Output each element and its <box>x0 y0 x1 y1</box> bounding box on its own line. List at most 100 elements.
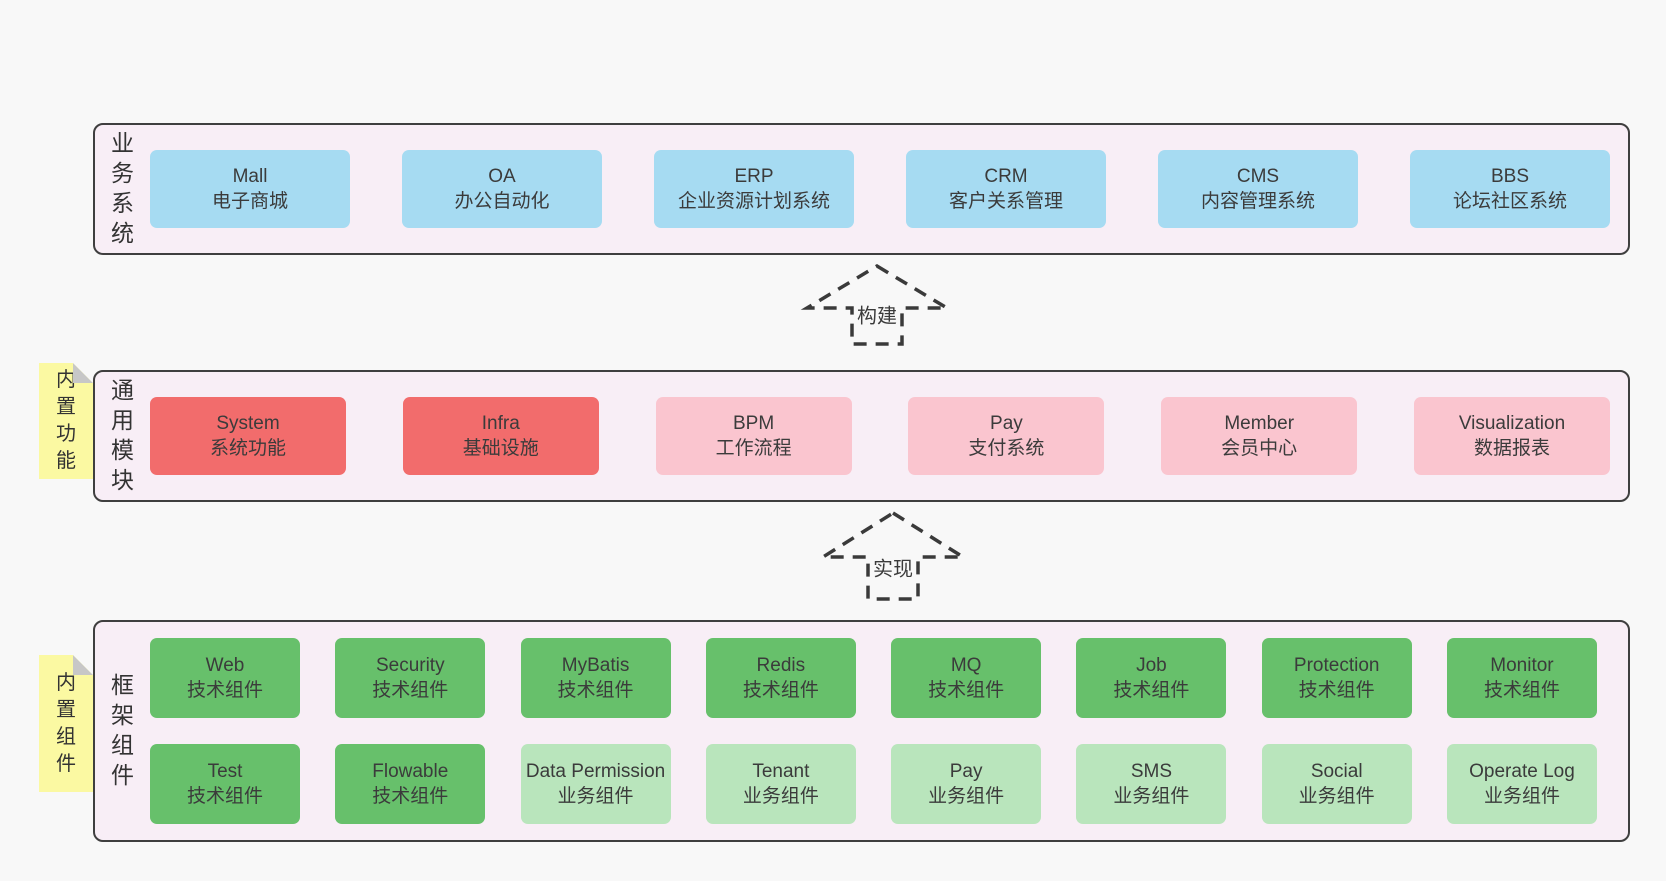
box-sms: SMS 业务组件 <box>1076 744 1227 824</box>
box-title: BPM <box>733 412 775 434</box>
box-subtitle: 数据报表 <box>1473 438 1550 459</box>
sticky-fold-icon <box>73 363 93 383</box>
arrow-build: 构建 <box>800 262 954 348</box>
sticky-built-in-features-label: 内 置 功 能 <box>56 369 76 472</box>
box-subtitle: 业务组件 <box>557 786 634 807</box>
box-subtitle: 技术组件 <box>372 786 449 807</box>
box-mq: MQ 技术组件 <box>891 638 1042 718</box>
arrow-build-label: 构建 <box>854 299 900 329</box>
box-subtitle: 技术组件 <box>1113 680 1190 701</box>
band-modules-label: 通 用 模 块 <box>111 377 134 493</box>
box-title: Mall <box>232 165 268 187</box>
band-business-boxes: Mall 电子商城 OA 办公自动化 ERP 企业资源计划系统 CRM 客户关系… <box>150 125 1628 253</box>
box-subtitle: 系统功能 <box>209 438 286 459</box>
arrow-implement: 实现 <box>816 509 970 603</box>
box-title: Data Permission <box>525 760 666 782</box>
band-business-label: 业 务 系 统 <box>111 130 134 246</box>
band-components-label: 框 架 组 件 <box>111 672 134 788</box>
box-visualization: Visualization 数据报表 <box>1413 397 1610 475</box>
box-test: Test 技术组件 <box>150 744 300 824</box>
box-title: Monitor <box>1490 654 1554 676</box>
arrow-up-dashed-icon <box>816 510 970 601</box>
box-title: System <box>216 412 280 434</box>
box-cms: CMS 内容管理系统 <box>1158 150 1358 228</box>
box-subtitle: 企业资源计划系统 <box>677 191 830 212</box>
box-web: Web 技术组件 <box>150 638 300 718</box>
box-operate-log: Operate Log 业务组件 <box>1446 744 1597 824</box>
box-subtitle: 会员中心 <box>1221 438 1298 459</box>
box-subtitle: 业务组件 <box>928 786 1005 807</box>
box-flowable: Flowable 技术组件 <box>335 744 486 824</box>
box-monitor: Monitor 技术组件 <box>1446 638 1597 718</box>
box-title: Protection <box>1293 654 1380 676</box>
band-business-label-col: 业 务 系 统 <box>95 125 150 253</box>
band-components-label-col: 框 架 组 件 <box>95 622 150 840</box>
box-title: Pay <box>990 412 1023 434</box>
box-title: Visualization <box>1458 412 1566 434</box>
box-subtitle: 工作流程 <box>715 438 792 459</box>
box-title: Operate Log <box>1469 760 1575 782</box>
box-subtitle: 技术组件 <box>1298 680 1375 701</box>
box-title: Web <box>205 654 245 676</box>
box-erp: ERP 企业资源计划系统 <box>654 150 854 228</box>
band-modules-boxes: System 系统功能 Infra 基础设施 BPM 工作流程 Pay 支付系统… <box>150 372 1628 500</box>
box-subtitle: 业务组件 <box>1298 786 1375 807</box>
box-security: Security 技术组件 <box>335 638 486 718</box>
box-title: Social <box>1310 760 1363 782</box>
box-mybatis: MyBatis 技术组件 <box>520 638 671 718</box>
box-subtitle: 技术组件 <box>557 680 634 701</box>
box-subtitle: 技术组件 <box>186 786 263 807</box>
arrow-up-dashed-icon <box>800 263 954 346</box>
box-pay-module: Pay 支付系统 <box>908 397 1105 475</box>
box-subtitle: 技术组件 <box>928 680 1005 701</box>
box-subtitle: 业务组件 <box>1483 786 1560 807</box>
box-subtitle: 技术组件 <box>186 680 263 701</box>
box-title: Flowable <box>372 760 449 782</box>
box-bpm: BPM 工作流程 <box>655 397 852 475</box>
sticky-built-in-components-label: 内 置 组 件 <box>56 671 76 775</box>
box-subtitle: 办公自动化 <box>454 191 550 212</box>
box-title: Tenant <box>752 760 810 782</box>
box-subtitle: 客户关系管理 <box>948 191 1063 212</box>
box-subtitle: 支付系统 <box>968 438 1045 459</box>
band-framework-components: 框 架 组 件 Web 技术组件 Security 技术组件 MyBatis 技… <box>93 620 1630 842</box>
box-title: Pay <box>949 760 983 782</box>
box-subtitle: 技术组件 <box>1483 680 1560 701</box>
box-title: ERP <box>734 165 774 187</box>
box-subtitle: 内容管理系统 <box>1200 191 1315 212</box>
box-title: Security <box>375 654 445 676</box>
box-system: System 系统功能 <box>150 397 346 475</box>
box-title: Member <box>1224 412 1295 434</box>
box-redis: Redis 技术组件 <box>705 638 856 718</box>
box-data-permission: Data Permission 业务组件 <box>520 744 671 824</box>
box-title: Redis <box>756 654 806 676</box>
box-subtitle: 业务组件 <box>742 786 819 807</box>
box-subtitle: 技术组件 <box>742 680 819 701</box>
band-components-rows: Web 技术组件 Security 技术组件 MyBatis 技术组件 Redi… <box>150 622 1628 840</box>
box-title: OA <box>488 165 516 187</box>
box-infra: Infra 基础设施 <box>402 397 599 475</box>
box-social: Social 业务组件 <box>1261 744 1412 824</box>
box-crm: CRM 客户关系管理 <box>906 150 1106 228</box>
box-subtitle: 电子商城 <box>211 191 288 212</box>
box-job: Job 技术组件 <box>1076 638 1227 718</box>
band-modules-label-col: 通 用 模 块 <box>95 372 150 500</box>
sticky-built-in-components: 内 置 组 件 <box>39 655 93 792</box>
box-title: Infra <box>481 412 520 434</box>
components-row-2: Test 技术组件 Flowable 技术组件 Data Permission … <box>150 744 1597 824</box>
box-member: Member 会员中心 <box>1161 397 1358 475</box>
box-tenant: Tenant 业务组件 <box>705 744 856 824</box>
box-subtitle: 基础设施 <box>462 438 539 459</box>
box-title: CMS <box>1236 165 1280 187</box>
arrow-implement-label: 实现 <box>870 552 916 582</box>
box-oa: OA 办公自动化 <box>402 150 602 228</box>
band-common-modules: 通 用 模 块 System 系统功能 Infra 基础设施 BPM 工作流程 … <box>93 370 1630 502</box>
box-title: BBS <box>1490 165 1530 187</box>
box-title: MQ <box>950 654 982 676</box>
box-title: MyBatis <box>561 654 630 676</box>
box-title: Job <box>1136 654 1167 676</box>
box-title: SMS <box>1130 760 1172 782</box>
components-row-1: Web 技术组件 Security 技术组件 MyBatis 技术组件 Redi… <box>150 638 1597 718</box>
box-subtitle: 技术组件 <box>372 680 449 701</box>
box-mall: Mall 电子商城 <box>150 150 350 228</box>
